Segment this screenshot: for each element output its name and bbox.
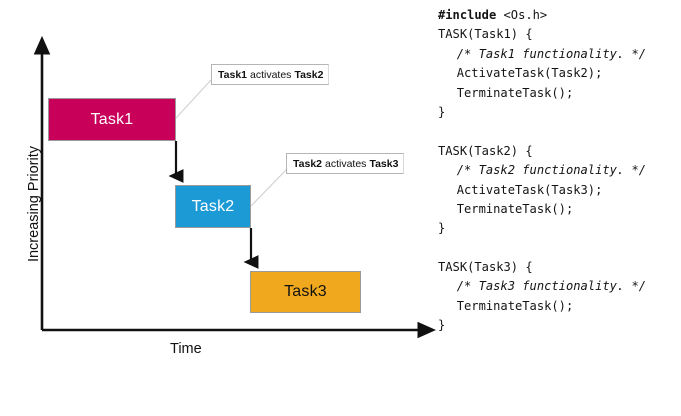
code-indent xyxy=(438,161,457,180)
task-bar-task1[interactable]: Task1 xyxy=(48,98,176,141)
code-text: ActivateTask(Task2); xyxy=(456,66,603,81)
code-text: TASK(Task2) { xyxy=(438,143,533,158)
task-scheduling-diagram: Task1 Task2 Task3 Task1 activates Task2 … xyxy=(26,35,436,357)
code-indent xyxy=(438,181,457,200)
code-line: TASK(Task3) { xyxy=(438,258,681,277)
code-line: TerminateTask(); xyxy=(438,200,681,219)
task-bar-label: Task1 xyxy=(90,110,134,128)
code-directive: #include xyxy=(438,8,497,22)
code-line: ActivateTask(Task3); xyxy=(438,181,681,200)
code-line: } xyxy=(438,316,681,335)
code-indent xyxy=(438,84,457,103)
code-line xyxy=(438,239,681,258)
code-line: ActivateTask(Task2); xyxy=(438,64,681,83)
code-line: TerminateTask(); xyxy=(438,297,681,316)
code-line: TASK(Task2) { xyxy=(438,142,681,161)
code-comment: /* Task2 functionality. */ xyxy=(456,163,647,178)
code-line xyxy=(438,122,681,141)
code-listing: #include <Os.h> TASK(Task1) { /* Task1 fu… xyxy=(438,6,681,416)
code-indent xyxy=(438,297,457,316)
code-indent xyxy=(438,200,457,219)
task-bar-label: Task3 xyxy=(284,283,327,300)
code-line: } xyxy=(438,219,681,238)
callout-task1-activates-task2: Task1 activates Task2 xyxy=(211,64,330,85)
code-comment: /* Task3 functionality. */ xyxy=(456,279,647,294)
code-text: TASK(Task3) { xyxy=(438,260,533,275)
code-text: } xyxy=(438,221,446,236)
code-indent xyxy=(438,45,457,64)
leader-line-callout-2 xyxy=(250,169,287,207)
code-header-name: <Os.h> xyxy=(496,8,548,22)
code-text: TerminateTask(); xyxy=(456,298,574,313)
callout-lead: Task2 xyxy=(293,157,322,170)
code-text: } xyxy=(438,318,446,333)
code-line: /* Task3 functionality. */ xyxy=(438,277,681,296)
y-axis-label: Increasing Priority xyxy=(26,145,42,263)
code-line: } xyxy=(438,103,681,122)
code-indent xyxy=(438,277,457,296)
code-line: TASK(Task1) { xyxy=(438,25,681,44)
code-comment: /* Task1 functionality. */ xyxy=(456,46,647,61)
code-text: TerminateTask(); xyxy=(456,85,574,100)
code-text: TASK(Task1) { xyxy=(438,27,533,42)
callout-tail: Task2 xyxy=(294,68,324,81)
task-bar-label: Task2 xyxy=(191,197,235,215)
leader-line-callout-1 xyxy=(175,79,212,119)
callout-middle: activates xyxy=(325,157,367,170)
code-line: /* Task2 functionality. */ xyxy=(438,161,681,180)
code-line: #include <Os.h> xyxy=(438,6,681,25)
callout-lead: Task1 xyxy=(218,68,247,81)
code-text: ActivateTask(Task3); xyxy=(456,182,603,197)
code-text: TerminateTask(); xyxy=(456,201,574,216)
callout-task2-activates-task3: Task2 activates Task3 xyxy=(286,153,405,174)
task-bar-task2[interactable]: Task2 xyxy=(175,185,251,228)
task-bar-task3[interactable]: Task3 xyxy=(250,271,361,313)
code-text: } xyxy=(438,104,446,119)
code-line: /* Task1 functionality. */ xyxy=(438,45,681,64)
code-line: TerminateTask(); xyxy=(438,84,681,103)
x-axis-label: Time xyxy=(170,341,202,357)
diagram-canvas xyxy=(33,35,436,339)
callout-middle: activates xyxy=(250,68,292,81)
callout-tail: Task3 xyxy=(369,157,399,170)
code-indent xyxy=(438,64,457,83)
